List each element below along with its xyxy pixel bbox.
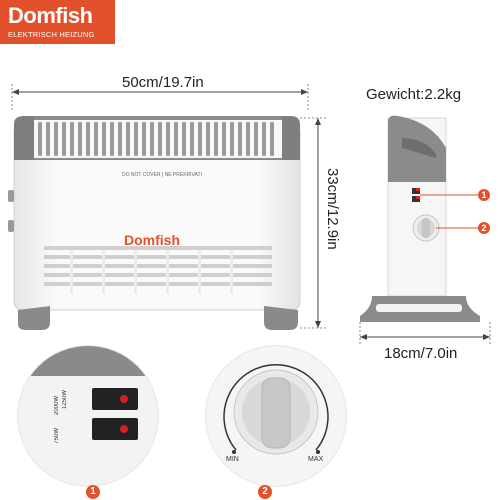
brand-name: Domfish xyxy=(8,3,93,28)
indicator-light-icon xyxy=(120,425,128,433)
callout-marker-two-bottom: 2 xyxy=(258,485,272,499)
weight-label: Gewicht:2.2kg xyxy=(366,86,462,103)
switch-label-1250w: 1250W xyxy=(62,390,68,410)
rocker-switch-top[interactable] xyxy=(92,388,138,410)
depth-dimension-label: 18cm/7.0in xyxy=(384,345,458,362)
thermostat-max-label: MAX xyxy=(308,456,324,463)
front-logo: Domfish xyxy=(124,232,180,248)
thermostat-min-label: MIN xyxy=(226,456,239,463)
switch-label-2000w: 2000W xyxy=(54,396,60,416)
switch-detail-circle: 1250W 2000W 750W xyxy=(18,346,158,486)
width-dimension-label: 50cm/19.7in xyxy=(122,74,204,91)
brand-logo xyxy=(0,0,115,44)
rocker-switch-bottom[interactable] xyxy=(92,418,138,440)
brand-tagline: ELEKTRISCH HEIZUNG xyxy=(8,30,95,39)
thermostat-detail-circle: MIN MAX xyxy=(206,346,346,486)
heater-front-view xyxy=(8,116,301,330)
heater-side-view xyxy=(360,115,480,322)
thermostat-knob[interactable] xyxy=(206,346,346,486)
indicator-light-icon xyxy=(120,395,128,403)
warning-label: DO NOT COVER | NE PREKRIVATI xyxy=(122,172,202,178)
switch-detail-cap xyxy=(18,346,158,376)
height-dimension-label: 33cm/12.9in xyxy=(324,168,341,250)
callout-marker-one: 1 xyxy=(478,189,490,201)
switch-label-750w: 750W xyxy=(54,428,60,444)
callout-marker-two: 2 xyxy=(478,222,490,234)
callout-marker-one-bottom: 1 xyxy=(86,485,100,499)
